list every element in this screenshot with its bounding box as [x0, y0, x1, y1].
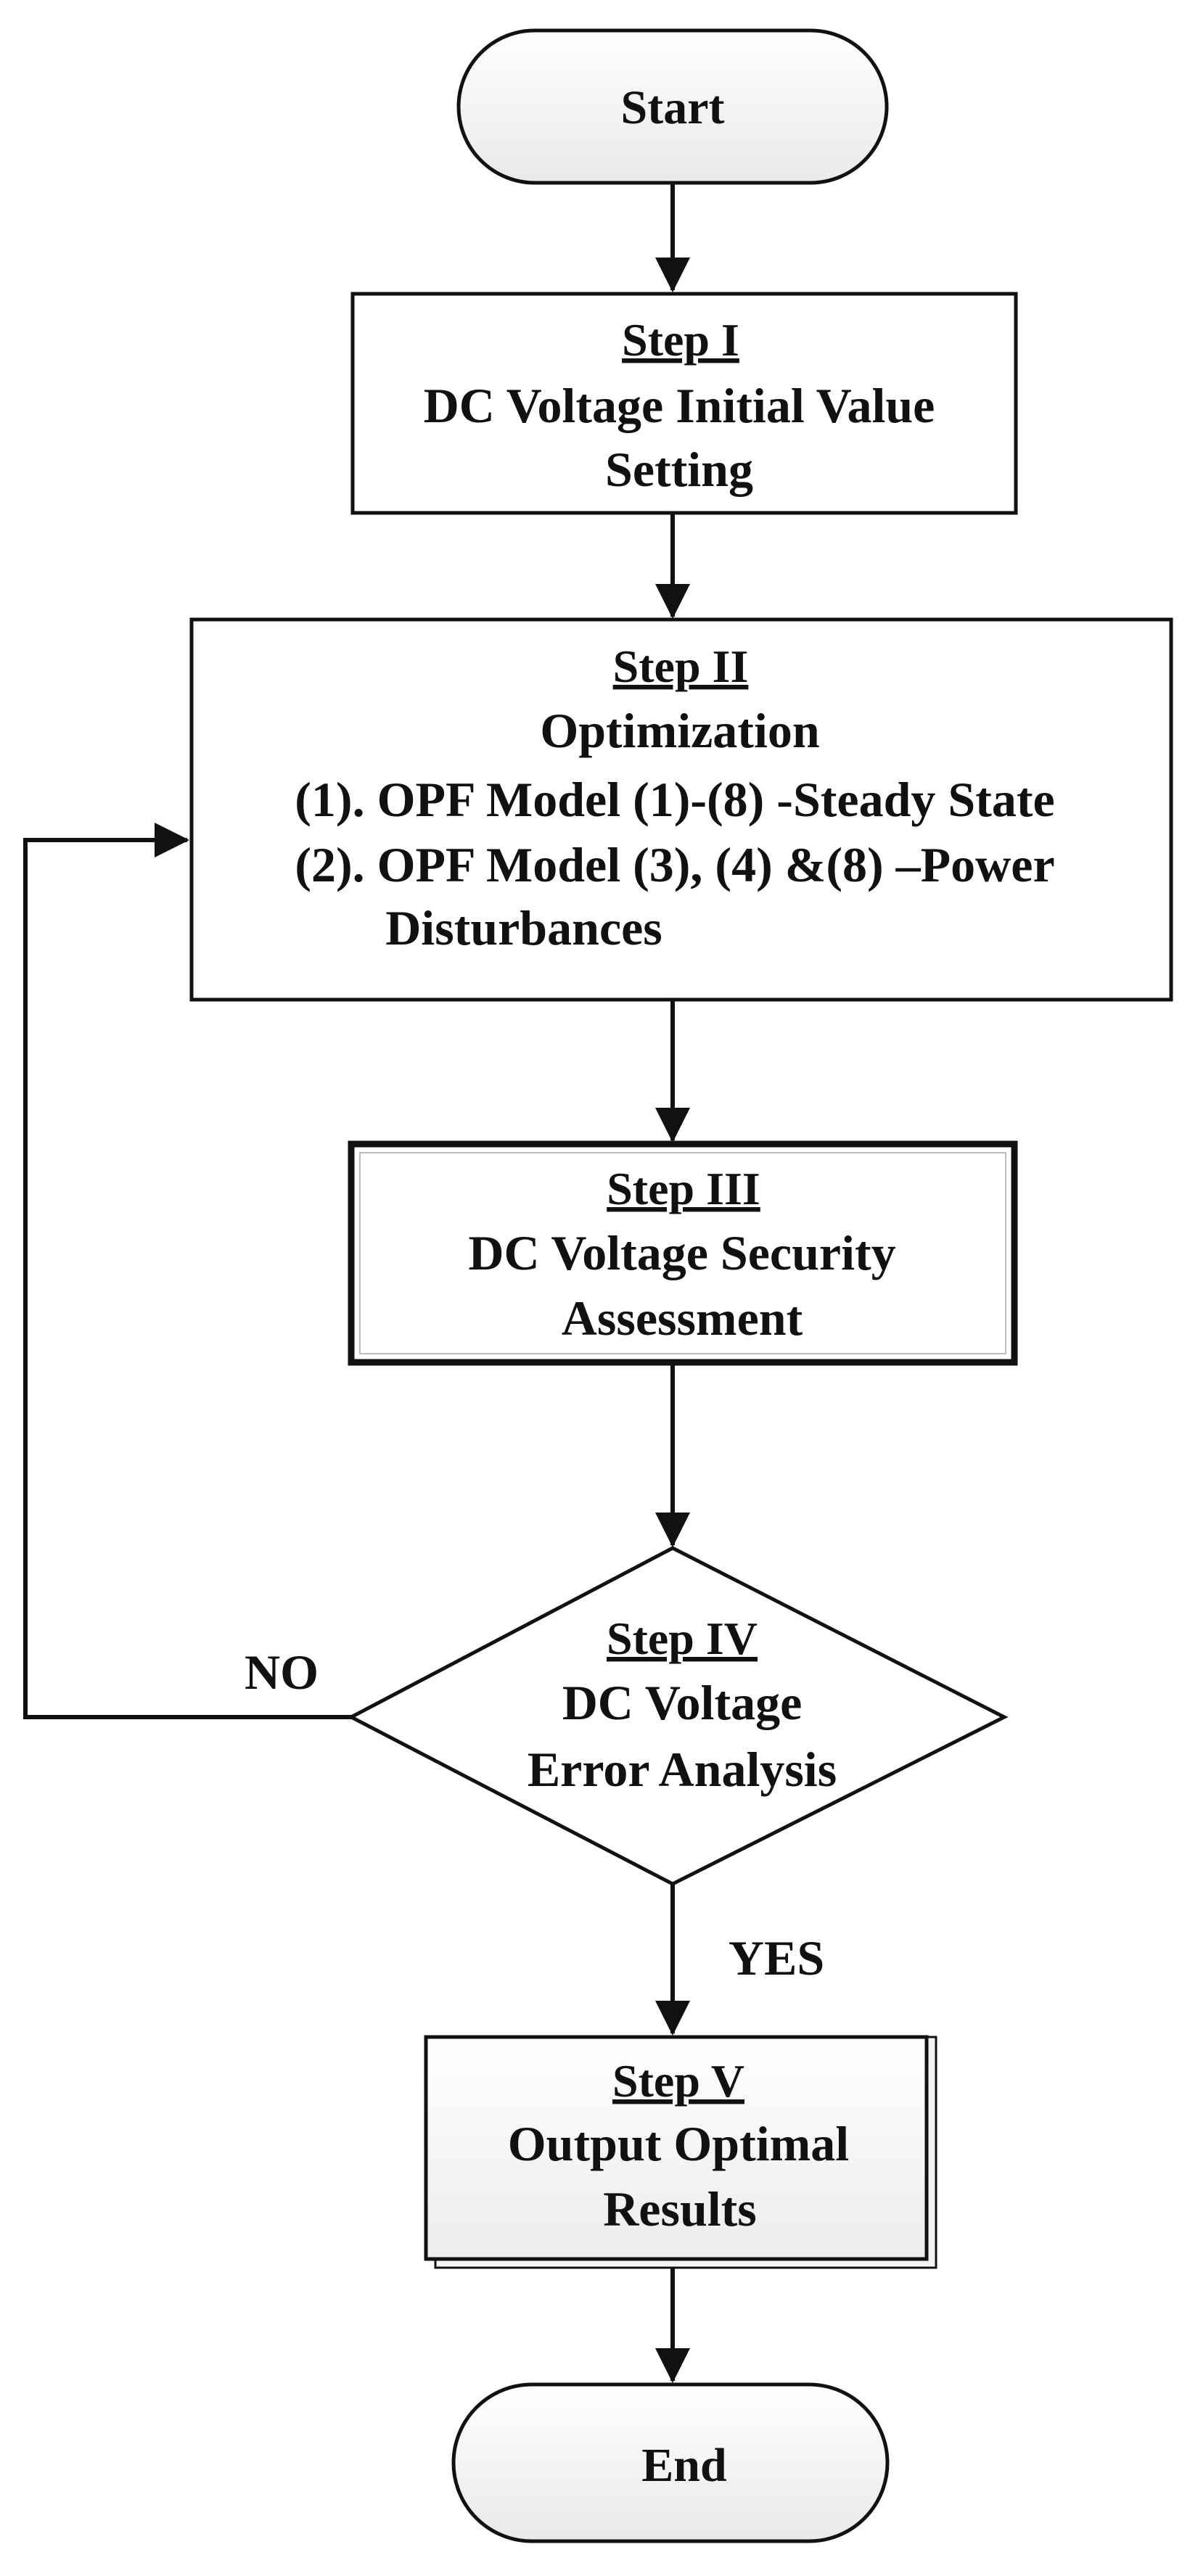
end-terminator: End — [451, 2382, 890, 2543]
step1-line-1: DC Voltage Initial Value — [424, 378, 935, 433]
arrow-no-feedback — [23, 823, 351, 1719]
step2-line-3: (2). OPF Model (3), (4) &(8) –Power — [295, 837, 1054, 892]
step3-heading: Step III — [607, 1163, 760, 1214]
step5-box: Step V Output Optimal Results — [424, 2035, 937, 2269]
no-label: NO — [245, 1645, 319, 1700]
step3-box: Step III DC Voltage Security Assessment — [348, 1140, 1018, 1366]
step2-line-4: Disturbances — [385, 900, 662, 955]
step2-line-1: Optimization — [540, 703, 819, 758]
step3-line-2: Assessment — [562, 1291, 803, 1346]
step4-line-2: Error Analysis — [528, 1742, 837, 1797]
start-terminator: Start — [456, 28, 889, 185]
step4-line-1: DC Voltage — [562, 1675, 803, 1730]
step2-line-2: (1). OPF Model (1)-(8) -Steady State — [295, 772, 1054, 827]
step5-line-1: Output Optimal — [508, 2116, 849, 2171]
step1-heading: Step I — [622, 314, 739, 366]
step2-box: Step II Optimization (1). OPF Model (1)-… — [189, 617, 1173, 1002]
step1-line-2: Setting — [605, 442, 753, 497]
step2-heading: Step II — [613, 641, 749, 692]
step3-line-1: DC Voltage Security — [468, 1225, 895, 1280]
start-label: Start — [621, 81, 725, 134]
yes-label: YES — [729, 1930, 824, 1986]
step4-heading: Step IV — [607, 1613, 758, 1664]
step4-decision: Step IV DC Voltage Error Analysis — [347, 1546, 1009, 1886]
step5-heading: Step V — [612, 2055, 744, 2107]
step1-box: Step I DC Voltage Initial Value Setting — [350, 292, 1018, 515]
end-label: End — [641, 2439, 726, 2492]
step5-line-2: Results — [603, 2181, 757, 2236]
